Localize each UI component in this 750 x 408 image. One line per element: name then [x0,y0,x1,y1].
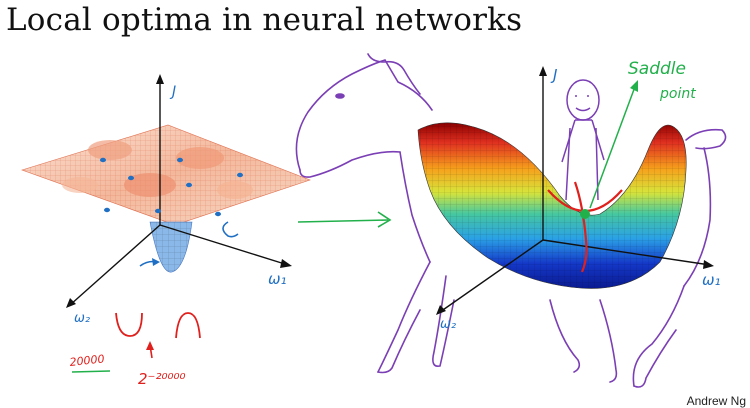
author-credit: Andrew Ng [686,394,746,408]
right-axis-w1-label: ω₁ [702,271,721,289]
left-axis-w1-label: ω₁ [268,270,287,288]
dims-note: 20000 [69,352,105,369]
left-local-minima [100,157,243,217]
right-axis-w2 [439,239,544,313]
saddle-point-dot [580,209,590,219]
right-axis-w1 [542,239,711,266]
left-axis-w1 [159,224,289,266]
right-axes [439,70,711,313]
prob-note: 2⁻²⁰⁰⁰⁰ [138,370,186,388]
rider-sketch [561,79,605,201]
bowl-down-sketch [175,312,201,339]
transition-arrow [297,219,389,223]
bowl-up-sketch [115,312,143,337]
right-axis-j-label: J [550,66,557,84]
horse-sketch [295,53,727,388]
left-surface-plot [21,74,311,308]
left-axis-w2 [69,224,161,306]
right-axis-w2-label: ω₂ [440,317,456,332]
high-dim-notes [71,312,201,373]
left-axis-w2-label: ω₂ [74,311,90,326]
left-axis-j-label: J [169,84,176,100]
slide-title: Local optima in neural networks [6,2,523,38]
saddle-label-line1: Saddle [628,59,686,79]
saddle-surface [417,122,687,289]
saddle-point-marks [547,80,638,273]
saddle-label-line2: point [659,86,696,102]
